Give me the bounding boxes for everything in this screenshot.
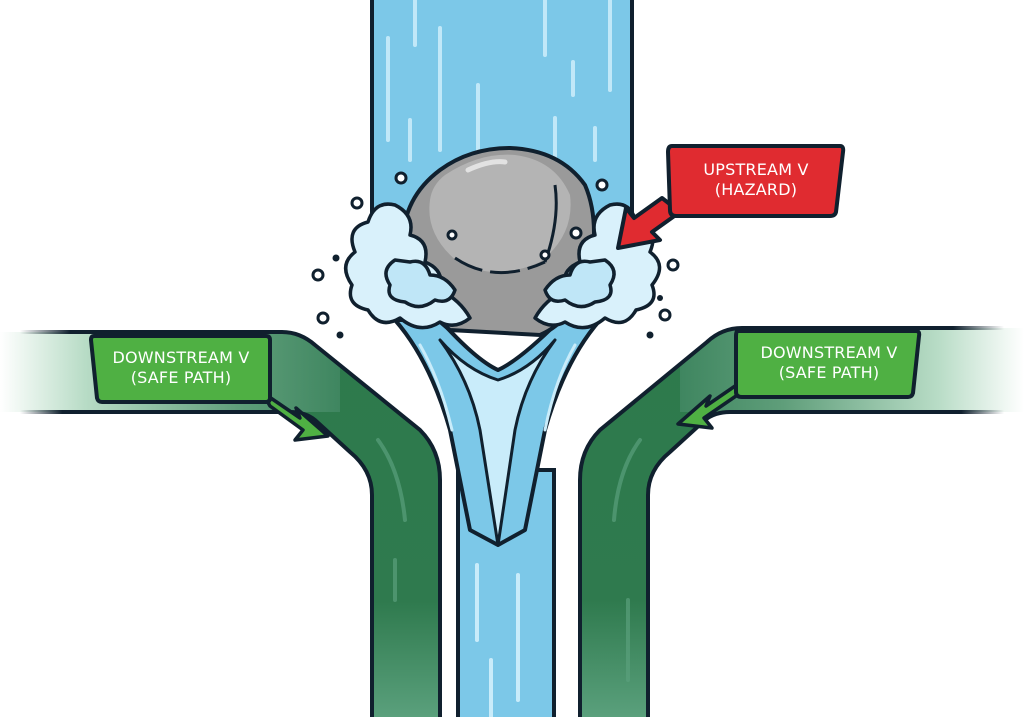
safe-label-box-left xyxy=(88,334,272,404)
hazard-label-line2: (HAZARD) xyxy=(714,180,798,199)
hazard-label-box xyxy=(665,144,846,218)
hazard-arrow-icon xyxy=(616,196,682,250)
safe-label-box-right xyxy=(734,329,922,399)
splash-droplets xyxy=(311,171,680,325)
safe-label-left: DOWNSTREAM V (SAFE PATH) xyxy=(92,348,270,388)
safe-label-left-line2: (SAFE PATH) xyxy=(130,368,232,387)
safe-label-right-line2: (SAFE PATH) xyxy=(778,363,880,382)
safe-arrow-left-icon xyxy=(260,390,330,442)
safe-label-right: DOWNSTREAM V (SAFE PATH) xyxy=(740,343,918,383)
hazard-label-line1: UPSTREAM V xyxy=(703,160,809,179)
downstream-v-water xyxy=(393,318,602,547)
safe-label-left-line1: DOWNSTREAM V xyxy=(112,348,250,367)
hazard-label: UPSTREAM V (HAZARD) xyxy=(672,160,840,200)
safe-label-right-line1: DOWNSTREAM V xyxy=(760,343,898,362)
safe-arrow-right-icon xyxy=(676,382,740,430)
splash-dots xyxy=(332,254,663,339)
